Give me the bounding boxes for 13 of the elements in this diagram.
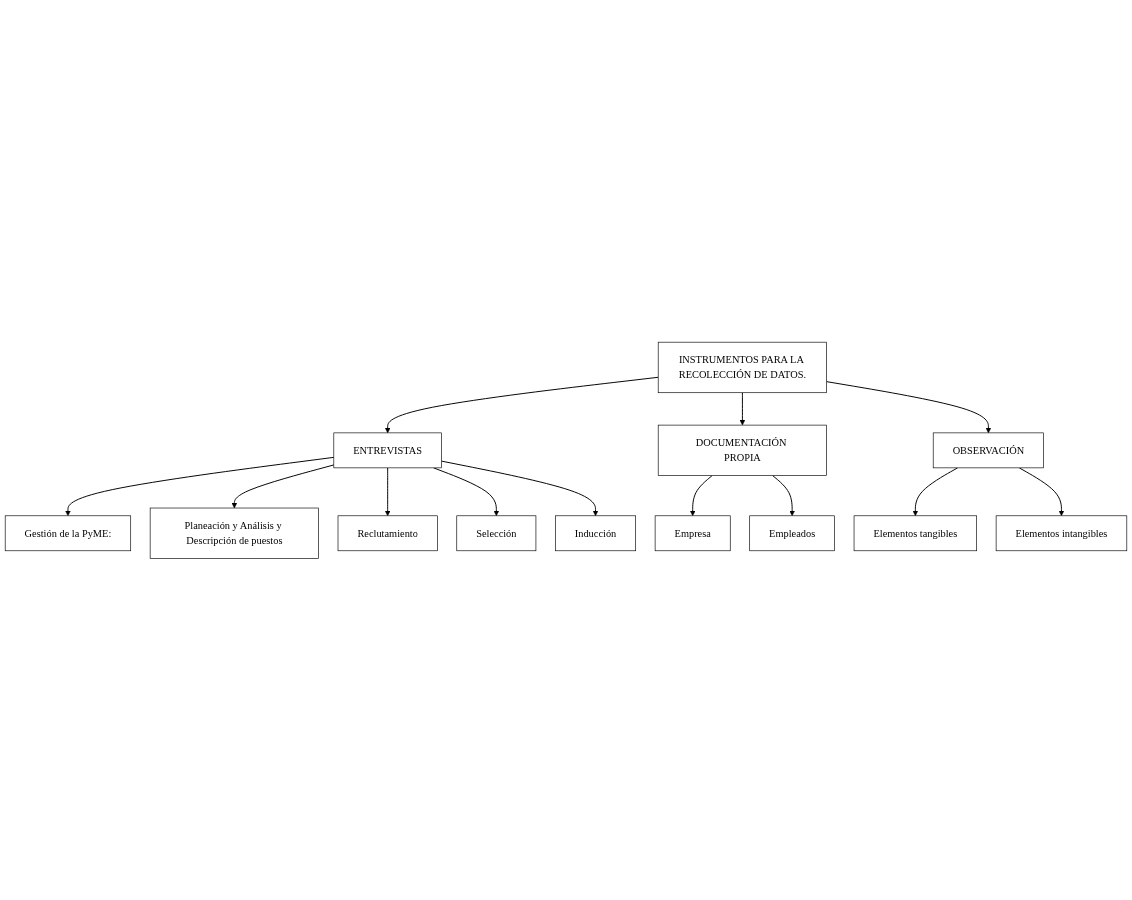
node-box: DOCUMENTACIÓN PROPIA xyxy=(657,424,827,476)
node-box: Empresa xyxy=(654,515,731,551)
node-box: Inducción xyxy=(555,515,636,551)
node-box: Selección xyxy=(456,515,537,551)
node-box: Elementos tangibles xyxy=(853,515,977,551)
node-box: Reclutamiento xyxy=(337,515,438,551)
node-box: INSTRUMENTOS PARA LA RECOLECCIÓN DE DATOS. xyxy=(657,341,827,393)
node-box: Empleados xyxy=(749,515,835,551)
node-box: ENTREVISTAS xyxy=(333,432,442,468)
node-box: Elementos intangibles xyxy=(995,515,1128,551)
node-box: Gestión de la PyME: xyxy=(4,515,132,551)
node-box: Planeación y Análisis y Descripción de puestos xyxy=(149,507,319,559)
node-box: OBSERVACIÓN xyxy=(932,432,1044,468)
